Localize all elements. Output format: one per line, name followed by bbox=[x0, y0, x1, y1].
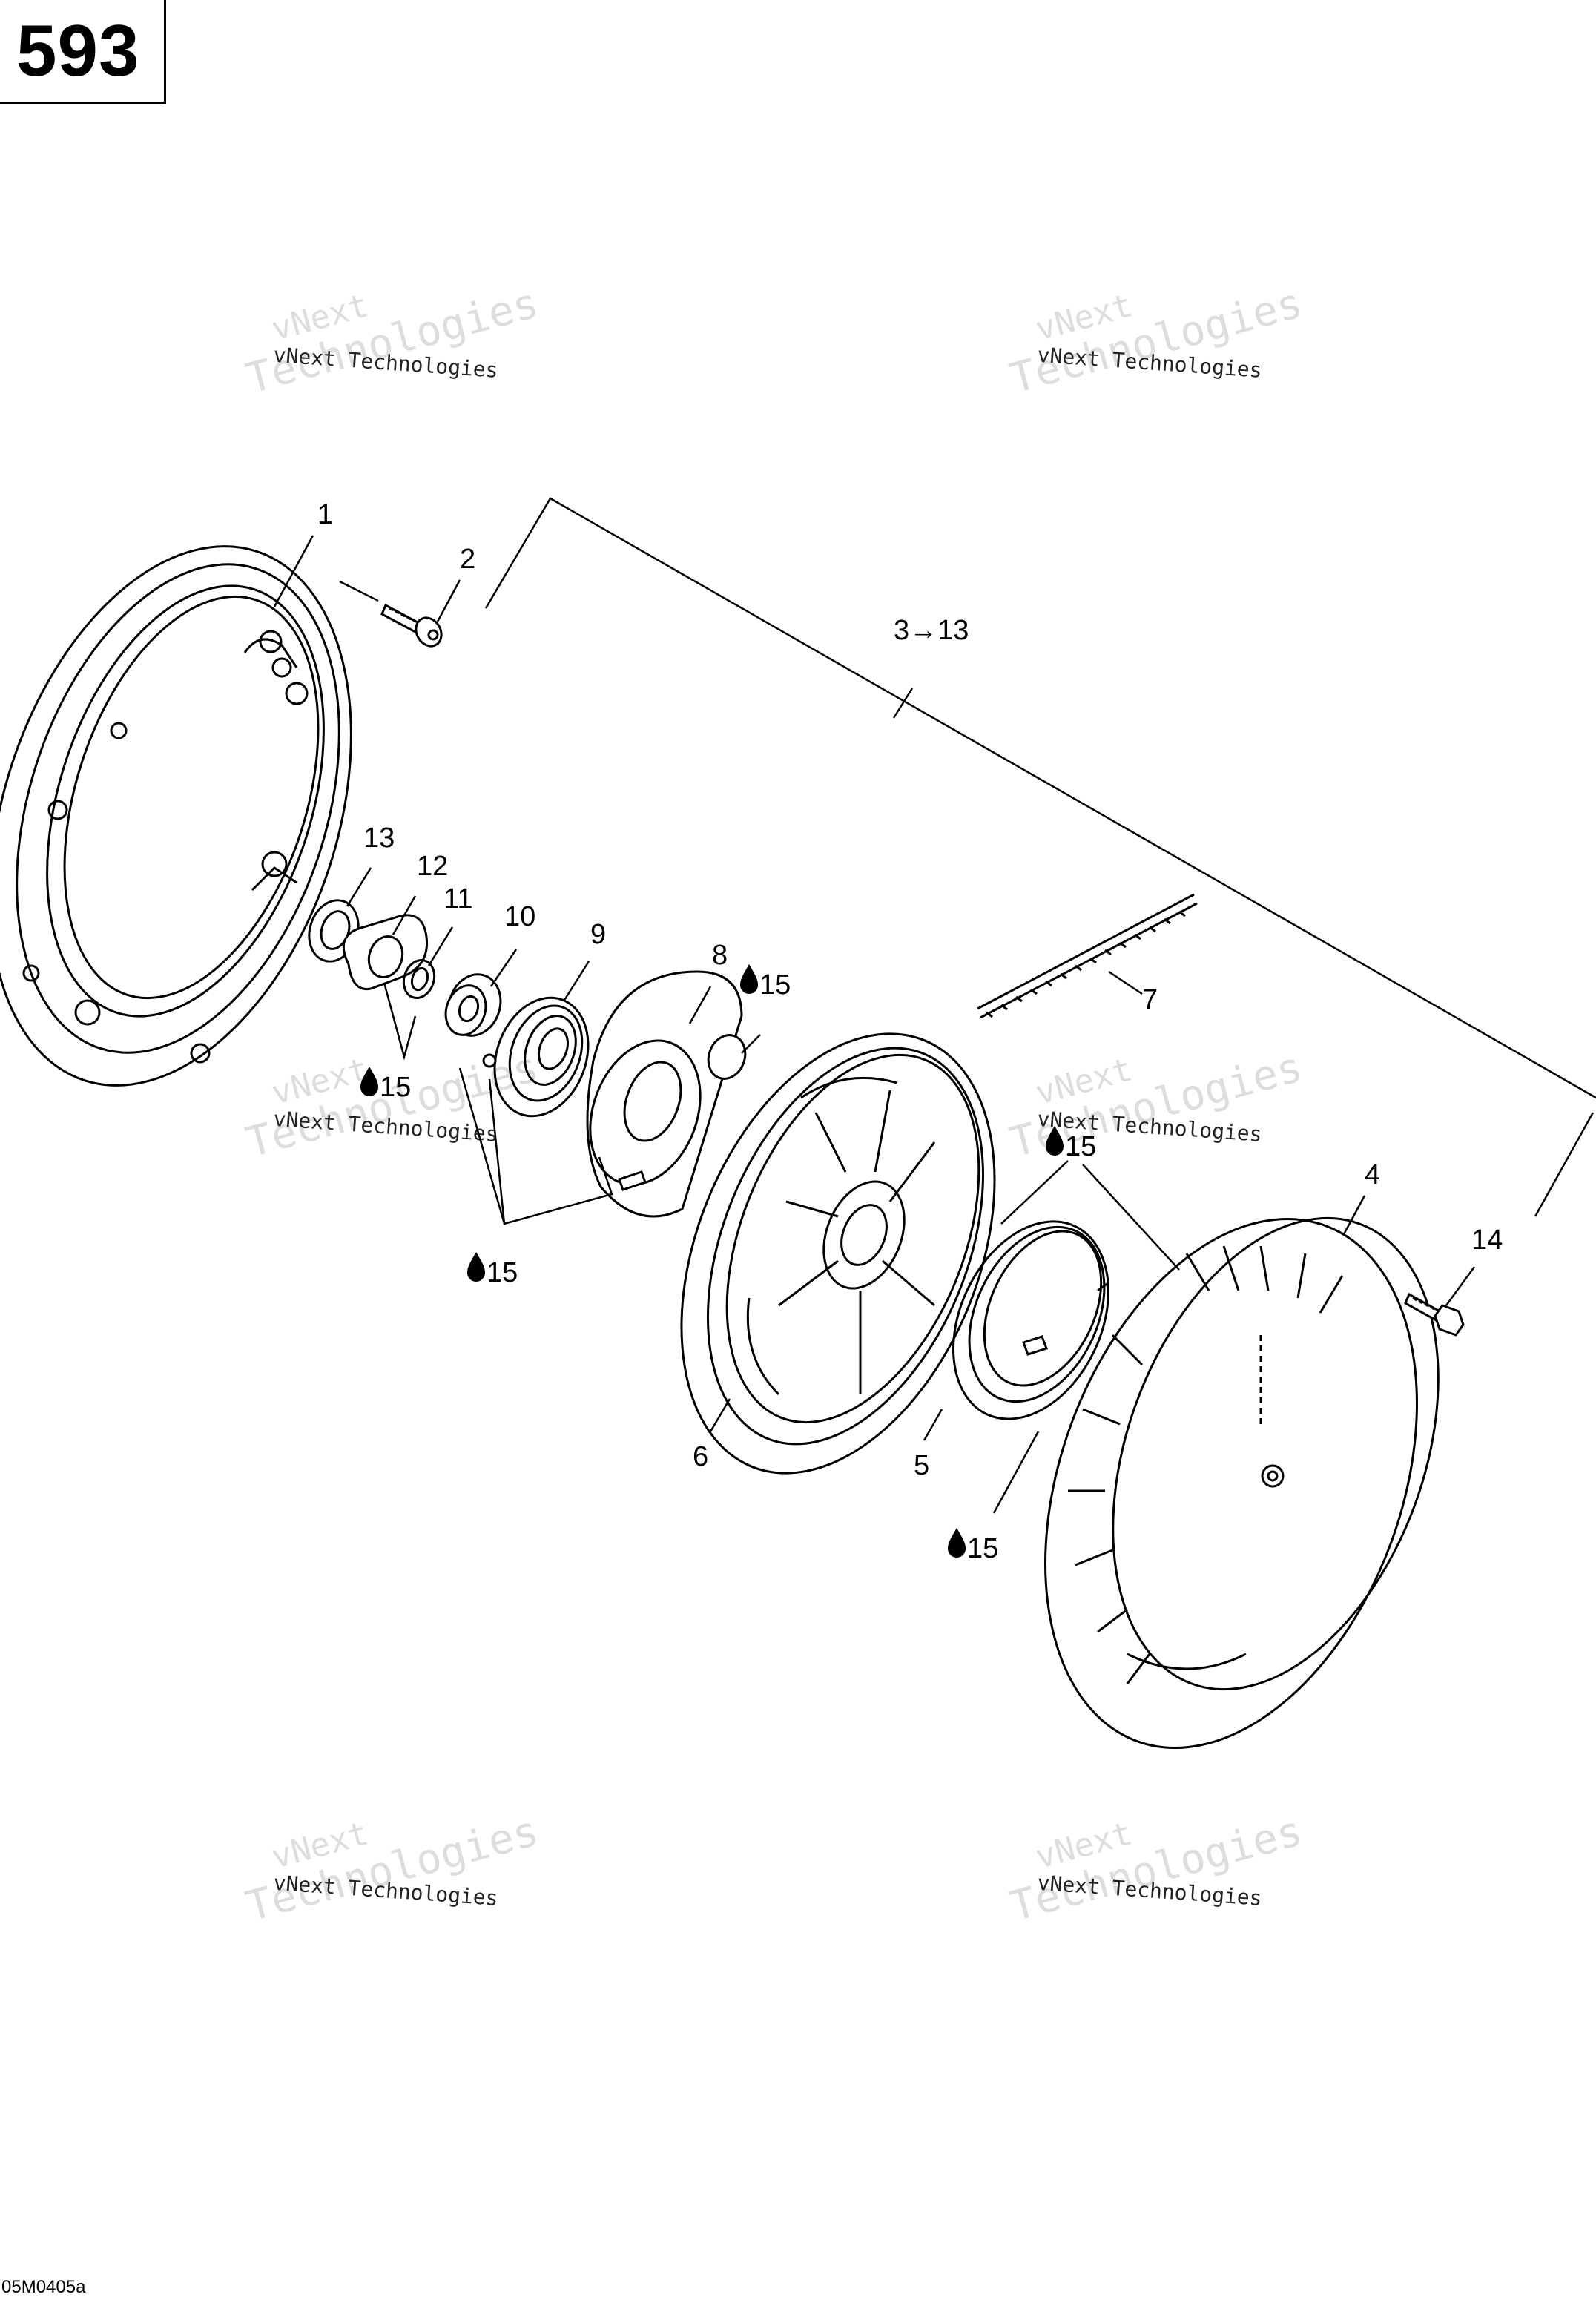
svg-text:15: 15 bbox=[380, 1072, 411, 1103]
callout-6: 6 bbox=[693, 1441, 708, 1472]
part-7-rope bbox=[977, 893, 1198, 1019]
callout-7: 7 bbox=[1142, 984, 1158, 1015]
part-2-screw bbox=[380, 603, 443, 648]
lubricant-marker: 15 bbox=[948, 1528, 998, 1564]
callout-9: 9 bbox=[590, 919, 606, 950]
oil-drop-icon bbox=[948, 1528, 966, 1558]
callout-11: 11 bbox=[443, 883, 472, 915]
part-4-cover bbox=[1044, 1216, 1440, 1749]
part-14-screw bbox=[1404, 1292, 1465, 1337]
group-label: 3→13 bbox=[894, 615, 969, 646]
watermark: vNext Technologies vNext Technologies bbox=[241, 1807, 544, 1931]
drawing-code: 05M0405a bbox=[1, 2277, 86, 2297]
lubricant-marker: 15 bbox=[740, 964, 791, 1001]
oil-drop-icon bbox=[1046, 1126, 1064, 1156]
callout-4: 4 bbox=[1365, 1159, 1380, 1190]
lubricant-marker: 15 bbox=[360, 1067, 411, 1103]
part-6-pulley bbox=[680, 1032, 996, 1475]
part-9-spring bbox=[482, 996, 590, 1118]
leader-lines bbox=[273, 535, 1476, 1514]
part-5-rewind-spring bbox=[952, 1220, 1109, 1420]
oil-drop-icon bbox=[467, 1252, 485, 1282]
lubricant-markers: 15 15 15 15 15 bbox=[360, 964, 1096, 1564]
svg-text:15: 15 bbox=[759, 969, 791, 1001]
lubricant-marker: 15 bbox=[1046, 1126, 1096, 1162]
callout-10: 10 bbox=[504, 901, 535, 932]
page-number-box: 593 bbox=[0, 0, 166, 104]
callout-1: 1 bbox=[317, 499, 333, 530]
watermark: vNext Technologies vNext Technologies bbox=[1005, 1807, 1308, 1931]
page-number: 593 bbox=[16, 10, 140, 91]
svg-text:15: 15 bbox=[1065, 1131, 1096, 1162]
watermark: vNext Technologies vNext Technologies bbox=[1005, 279, 1308, 403]
callout-labels: 1 2 4 5 6 7 8 9 10 11 12 13 14 3→13 bbox=[317, 499, 1503, 1481]
part-10-bushing bbox=[444, 973, 502, 1037]
watermark: vNext Technologies vNext Technologies bbox=[241, 1043, 544, 1167]
part-12-plate bbox=[342, 914, 429, 991]
oil-drop-icon bbox=[360, 1067, 378, 1096]
callout-8: 8 bbox=[712, 940, 728, 971]
watermark: vNext Technologies vNext Technologies bbox=[241, 279, 544, 403]
svg-text:15: 15 bbox=[967, 1533, 998, 1564]
svg-text:15: 15 bbox=[487, 1257, 518, 1288]
part-8-cam bbox=[586, 970, 747, 1218]
group-bracket bbox=[484, 497, 1596, 1217]
callout-14: 14 bbox=[1471, 1225, 1503, 1256]
oil-drop-icon bbox=[740, 964, 758, 994]
callout-2: 2 bbox=[460, 544, 475, 575]
callout-12: 12 bbox=[417, 851, 448, 882]
callout-13: 13 bbox=[363, 823, 395, 854]
callout-5: 5 bbox=[914, 1450, 929, 1481]
part-1-housing-ring bbox=[0, 545, 352, 1087]
watermark-group: vNext Technologies vNext Technologies vN… bbox=[241, 279, 1308, 1931]
lubricant-marker: 15 bbox=[467, 1252, 518, 1288]
part-11-small-washer bbox=[402, 959, 436, 999]
